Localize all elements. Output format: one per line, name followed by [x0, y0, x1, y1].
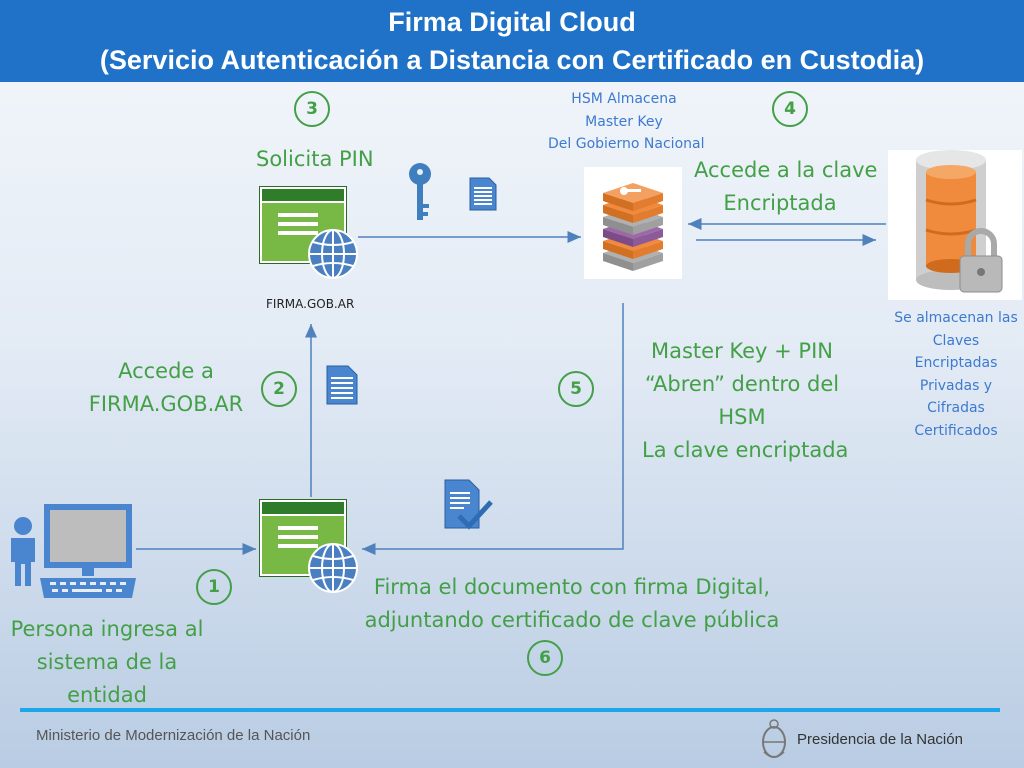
padlock-icon: [959, 228, 1003, 293]
footer-ministry: Ministerio de Modernización de la Nación: [36, 727, 311, 744]
computer-icon: [40, 504, 136, 598]
step-1-badge: 1: [196, 569, 232, 605]
database-icon: [888, 150, 1022, 300]
footer-divider: [20, 708, 1000, 712]
master-key-label: Master Key + PIN “Abren” dentro del HSM …: [642, 339, 849, 462]
footer-presidencia: Presidencia de la Nación: [797, 731, 963, 748]
title-bar: Firma Digital Cloud (Servicio Autenticac…: [0, 0, 1024, 82]
firma-url-label: FIRMA.GOB.AR: [266, 297, 355, 311]
document-icon: [469, 177, 497, 211]
document-icon: [326, 365, 358, 405]
server-icon: [584, 167, 682, 279]
entity-web-window: [260, 500, 346, 576]
step-2-badge: 2: [261, 371, 297, 407]
accede-firma-label: Accede a FIRMA.GOB.AR: [88, 359, 244, 416]
step-5-badge: 5: [558, 371, 594, 407]
solicita-pin-label: Solicita PIN: [256, 147, 374, 171]
step-6-badge: 6: [527, 640, 563, 676]
step-4-badge: 4: [772, 91, 808, 127]
persona-label: Persona ingresa al sistema de la entidad: [10, 617, 204, 707]
title-line-1: Firma Digital Cloud: [388, 7, 636, 37]
globe-icon: [308, 229, 358, 279]
storage-note: Se almacenan las Claves Encriptadas Priv…: [894, 310, 1018, 439]
key-icon: [409, 163, 431, 220]
firma-web-window: [260, 187, 346, 263]
accede-clave-label: Accede a la clave Encriptada: [694, 158, 878, 215]
step-3-badge: 3: [294, 91, 330, 127]
signed-document-icon: [444, 479, 493, 530]
title-line-2: (Servicio Autenticación a Distancia con …: [99, 45, 925, 75]
person-icon: [11, 517, 35, 586]
arrow-hsm-to-web: [362, 303, 624, 555]
firma-documento-label: Firma el documento con firma Digital, ad…: [364, 575, 780, 632]
coat-of-arms-icon: [762, 719, 786, 758]
hsm-note: HSM Almacena Master Key Del Gobierno Nac…: [548, 91, 705, 152]
globe-icon: [308, 543, 358, 593]
